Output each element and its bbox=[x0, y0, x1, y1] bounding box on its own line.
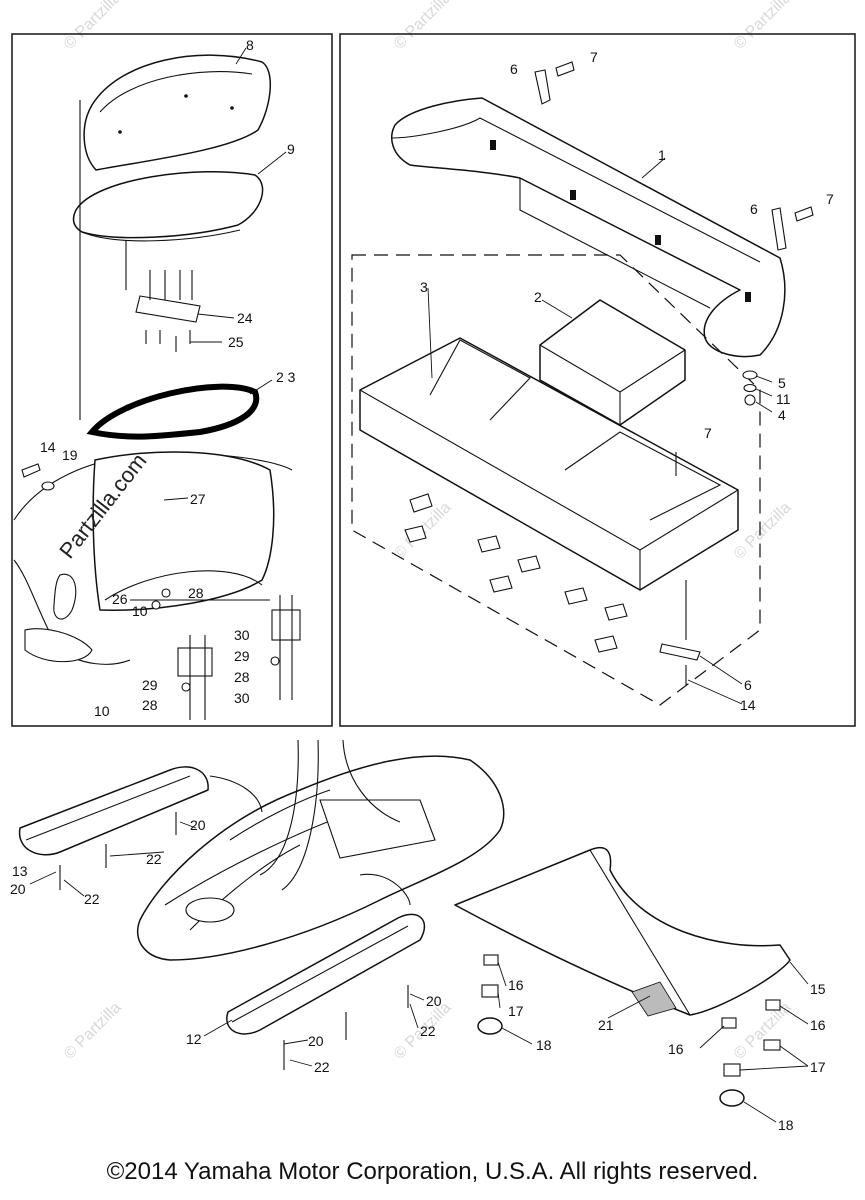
callout-17: 17 bbox=[810, 1059, 826, 1075]
hinge-hardware bbox=[151, 588, 301, 720]
brackets-part-6 bbox=[404, 69, 787, 661]
screws-part-25 bbox=[145, 330, 191, 352]
callout-22: 22 bbox=[84, 891, 100, 907]
assembly-outline bbox=[351, 254, 761, 706]
backrest-part-8 bbox=[83, 54, 272, 171]
hinge-plate-part-24 bbox=[135, 270, 201, 323]
callout-20: 20 bbox=[308, 1033, 324, 1049]
storage-tray-part-3 bbox=[359, 337, 739, 591]
callout-30: 30 bbox=[234, 690, 250, 706]
watermark: © Partzilla bbox=[731, 499, 795, 563]
side-pad-part-12 bbox=[226, 913, 426, 1035]
screws-part-7 bbox=[555, 61, 814, 685]
callout-7: 7 bbox=[826, 191, 834, 207]
callout-22: 22 bbox=[314, 1059, 330, 1075]
callout-30: 30 bbox=[234, 627, 250, 643]
callout-4: 4 bbox=[778, 407, 786, 423]
callout-26: 26 bbox=[112, 591, 128, 607]
seat-cushion-part-9 bbox=[72, 170, 264, 242]
leader-lines bbox=[29, 47, 809, 1123]
callout-28: 28 bbox=[234, 669, 250, 685]
callout-29: 29 bbox=[234, 648, 250, 664]
callout-18: 18 bbox=[778, 1117, 794, 1133]
left-panel-frame bbox=[11, 33, 333, 727]
watermark: © Partzilla bbox=[731, 999, 795, 1063]
callout-27: 27 bbox=[190, 491, 206, 507]
callout-19: 19 bbox=[62, 447, 78, 463]
callout-2: 2 bbox=[534, 289, 542, 305]
callout-13: 13 bbox=[12, 863, 28, 879]
callout-20: 20 bbox=[10, 881, 26, 897]
seat-gasket-part-23 bbox=[86, 383, 260, 440]
callout-15: 15 bbox=[810, 981, 826, 997]
bolt-part-14-washer-19 bbox=[21, 463, 55, 491]
callout-7: 7 bbox=[590, 49, 598, 65]
screws-part-20-22 bbox=[59, 812, 409, 1070]
callout-8: 8 bbox=[246, 37, 254, 53]
washers-part-5-11-4 bbox=[742, 370, 758, 406]
callout-11: 11 bbox=[776, 391, 791, 407]
leader-curve bbox=[342, 739, 401, 823]
callout-25: 25 bbox=[228, 334, 244, 350]
callout-29: 29 bbox=[142, 677, 158, 693]
callout-6: 6 bbox=[510, 61, 518, 77]
callout-labels: 8 9 24 25 2 3 14 19 27 26 28 10 30 29 28… bbox=[10, 37, 834, 1133]
callout-16: 16 bbox=[810, 1017, 826, 1033]
watermark: © Partzilla bbox=[731, 0, 795, 53]
callout-1: 1 bbox=[658, 147, 666, 163]
leader-curve bbox=[259, 739, 299, 876]
callout-22: 22 bbox=[420, 1023, 436, 1039]
seat-base-hull bbox=[13, 451, 293, 665]
callout-16: 16 bbox=[668, 1041, 684, 1057]
callout-6: 6 bbox=[744, 677, 752, 693]
watermark: © Partzilla bbox=[61, 0, 125, 53]
callout-23: 2 3 bbox=[276, 369, 296, 385]
side-pad-part-13 bbox=[18, 766, 209, 856]
storage-box-part-2 bbox=[539, 299, 686, 426]
callout-12: 12 bbox=[186, 1031, 202, 1047]
callout-28: 28 bbox=[142, 697, 158, 713]
callout-18: 18 bbox=[536, 1037, 552, 1053]
leader-curve bbox=[359, 873, 411, 906]
right-panel-frame bbox=[339, 33, 856, 727]
callout-14: 14 bbox=[740, 697, 756, 713]
grommets-part-16-17-18 bbox=[477, 954, 781, 1107]
leader-curve bbox=[281, 739, 319, 891]
bow-liner-part-1 bbox=[391, 97, 786, 358]
callout-22: 22 bbox=[146, 851, 162, 867]
watermark: © Partzilla bbox=[391, 0, 455, 53]
callout-3: 3 bbox=[420, 279, 428, 295]
callout-20: 20 bbox=[190, 817, 206, 833]
callout-14: 14 bbox=[40, 439, 56, 455]
watermark: © Partzilla bbox=[61, 999, 125, 1063]
callout-10: 10 bbox=[94, 703, 110, 719]
callout-16: 16 bbox=[508, 977, 524, 993]
callout-28: 28 bbox=[188, 585, 204, 601]
callout-20: 20 bbox=[426, 993, 442, 1009]
callout-21: 21 bbox=[598, 1017, 614, 1033]
callout-6: 6 bbox=[750, 201, 758, 217]
callout-7: 7 bbox=[704, 425, 712, 441]
leader-curve bbox=[209, 775, 263, 813]
callout-17: 17 bbox=[508, 1003, 524, 1019]
callout-24: 24 bbox=[237, 310, 253, 326]
callout-5: 5 bbox=[778, 375, 786, 391]
callout-10: 10 bbox=[132, 603, 148, 619]
callout-9: 9 bbox=[287, 141, 295, 157]
engine-cover-part-15 bbox=[454, 847, 791, 1017]
boat-hull bbox=[136, 755, 505, 961]
copyright-notice: ©2014 Yamaha Motor Corporation, U.S.A. A… bbox=[106, 1158, 759, 1185]
